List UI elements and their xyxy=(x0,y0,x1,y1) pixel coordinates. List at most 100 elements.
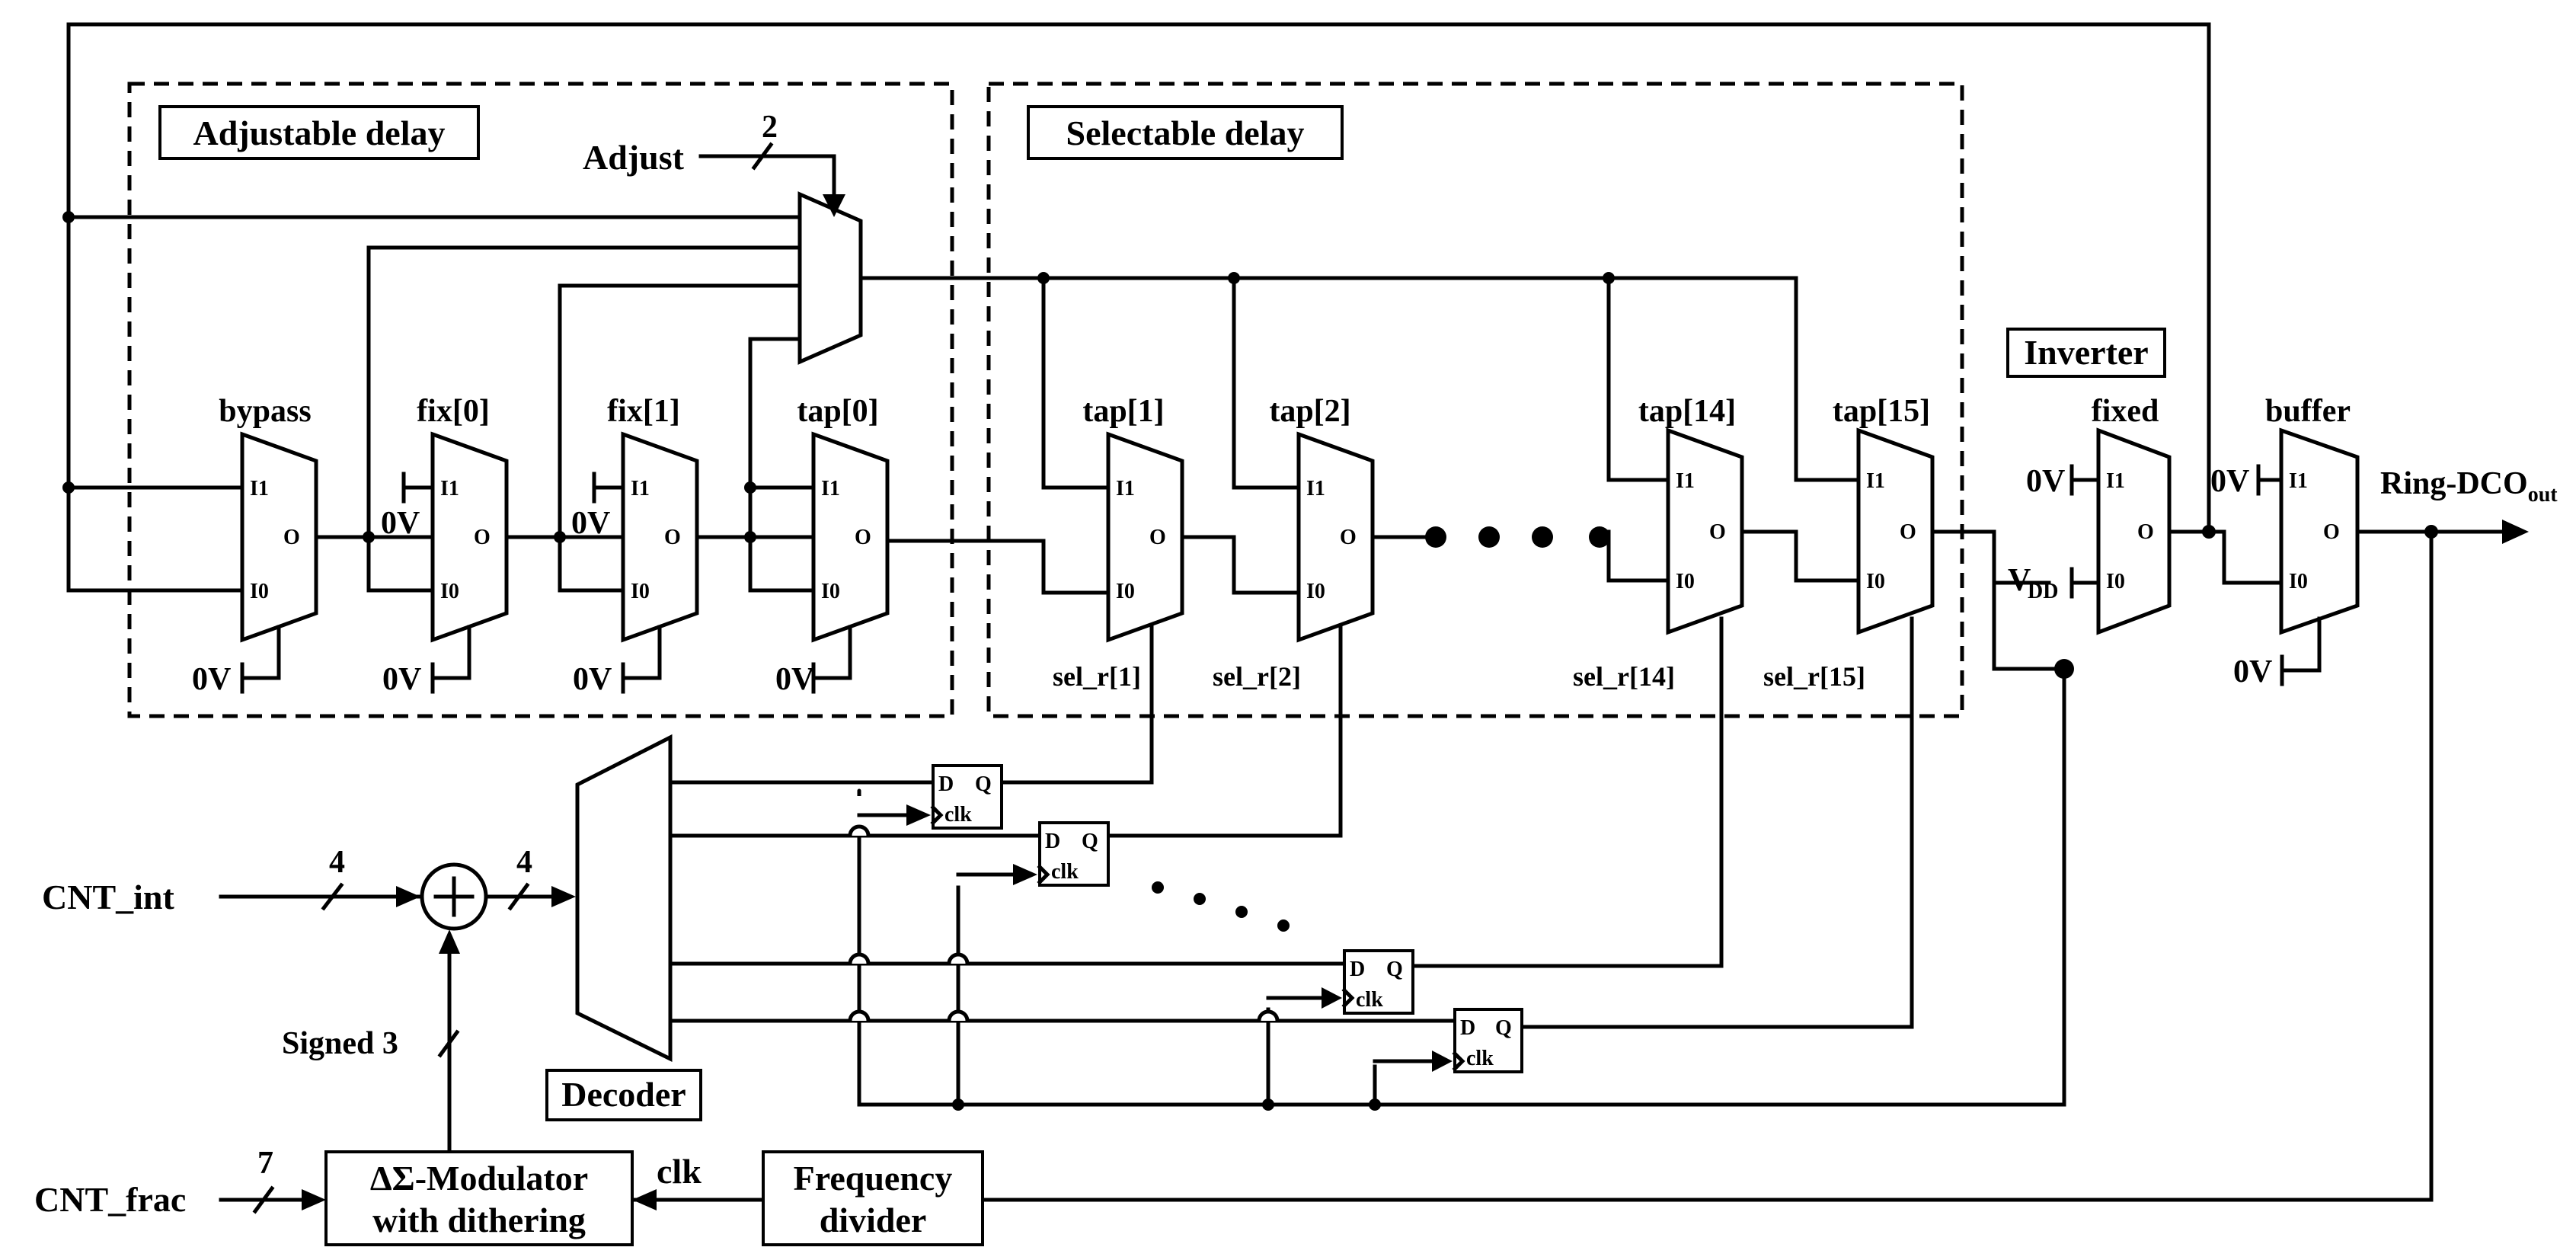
svg-text:DD: DD xyxy=(2028,580,2058,603)
inverter-label: Inverter xyxy=(2024,333,2148,372)
chain-dots xyxy=(1152,526,1610,932)
flip-flop-4: D Q clk xyxy=(1452,1008,1523,1073)
svg-text:0V: 0V xyxy=(775,662,814,697)
delta-sigma-modulator: ΔΣ-Modulator with dithering xyxy=(324,1150,634,1246)
svg-text:0V: 0V xyxy=(2210,464,2249,499)
flip-flop-1: D Q clk xyxy=(930,764,1003,830)
svg-text:I0: I0 xyxy=(821,580,840,603)
mux-buffer: buffer I1 I0 O 0V 0V xyxy=(2210,394,2360,689)
svg-text:I1: I1 xyxy=(631,477,650,500)
clk-label: clk xyxy=(657,1152,702,1191)
svg-text:O: O xyxy=(474,526,491,549)
selectable-delay-label-box xyxy=(1027,105,1344,160)
svg-text:I1: I1 xyxy=(1866,469,1885,493)
junctions xyxy=(62,211,2438,1111)
svg-text:fix[0]: fix[0] xyxy=(417,394,490,429)
decoder xyxy=(575,734,673,1063)
svg-text:I0: I0 xyxy=(2289,570,2308,593)
svg-text:I0: I0 xyxy=(440,580,459,603)
svg-text:I0: I0 xyxy=(250,580,269,603)
svg-text:O: O xyxy=(2137,520,2154,544)
svg-text:I0: I0 xyxy=(1866,570,1885,593)
svg-text:O: O xyxy=(1340,526,1357,549)
svg-text:sel_r[14]: sel_r[14] xyxy=(1573,661,1675,692)
wires xyxy=(66,22,2504,1202)
svg-text:0V: 0V xyxy=(2026,464,2065,499)
svg-text:ΔΣ-Modulator: ΔΣ-Modulator xyxy=(370,1159,588,1198)
svg-text:sel_r[2]: sel_r[2] xyxy=(1213,661,1301,692)
svg-text:O: O xyxy=(1709,520,1726,544)
svg-text:clk: clk xyxy=(1356,988,1383,1012)
svg-text:fix[1]: fix[1] xyxy=(607,394,680,429)
cnt-frac-arrow-head xyxy=(302,1189,326,1210)
wire-hops xyxy=(848,788,1280,1022)
adjust-width: 2 xyxy=(762,110,778,145)
svg-text:O: O xyxy=(1149,526,1166,549)
decoder-label: Decoder xyxy=(561,1075,686,1114)
mux-fix0: fix[0] I1 I0 O 0V 0V xyxy=(381,394,509,697)
svg-text:I1: I1 xyxy=(2106,469,2125,493)
svg-text:I1: I1 xyxy=(2289,469,2308,493)
svg-text:I0: I0 xyxy=(1306,580,1325,603)
svg-text:D: D xyxy=(938,772,954,796)
svg-text:I1: I1 xyxy=(1116,477,1135,500)
svg-text:Q: Q xyxy=(975,772,992,796)
svg-text:0V: 0V xyxy=(192,662,231,697)
svg-text:I1: I1 xyxy=(440,477,459,500)
svg-text:sel_r[1]: sel_r[1] xyxy=(1053,661,1141,692)
svg-text:I0: I0 xyxy=(2106,570,2125,593)
output-arrow-head xyxy=(2502,520,2529,544)
svg-text:clk: clk xyxy=(1466,1047,1494,1070)
flip-flop-2: D Q clk xyxy=(1037,821,1110,887)
adjustable-delay-label: Adjustable delay xyxy=(193,114,446,152)
svg-text:Q: Q xyxy=(1386,958,1403,981)
svg-text:I1: I1 xyxy=(250,477,269,500)
svg-text:divider: divider xyxy=(820,1201,927,1239)
cnt-int-arrow-head xyxy=(396,886,420,907)
sum-out-arrow-head xyxy=(551,886,576,907)
adjust-arrow-head xyxy=(823,194,845,217)
svg-text:I0: I0 xyxy=(1676,570,1695,593)
svg-text:D: D xyxy=(1460,1016,1475,1040)
svg-text:0V: 0V xyxy=(382,662,421,697)
clock-arrow-heads xyxy=(906,804,1453,1072)
svg-text:Q: Q xyxy=(1495,1016,1512,1040)
svg-text:tap[14]: tap[14] xyxy=(1638,394,1736,429)
svg-text:tap[15]: tap[15] xyxy=(1833,394,1930,429)
svg-text:O: O xyxy=(1900,520,1916,544)
svg-text:sel_r[15]: sel_r[15] xyxy=(1763,661,1865,692)
mux-tap15: tap[15] I1 I0 O sel_r[15] xyxy=(1763,394,1935,692)
inverter-label-box xyxy=(2006,328,2166,378)
svg-text:tap[2]: tap[2] xyxy=(1269,394,1350,429)
svg-text:tap[0]: tap[0] xyxy=(797,394,878,429)
selectable-delay-label: Selectable delay xyxy=(1066,114,1305,152)
mux-tap14: tap[14] I1 I0 O sel_r[14] xyxy=(1573,394,1744,692)
svg-text:I0: I0 xyxy=(1116,580,1135,603)
cnt-frac-label: CNT_frac xyxy=(34,1180,186,1219)
mux-bypass: bypass I1 I0 O 0V xyxy=(192,394,318,697)
svg-text:0V: 0V xyxy=(573,662,612,697)
svg-text:Q: Q xyxy=(1082,830,1098,853)
mux-fixed: fixed I1 I0 O 0V V DD xyxy=(2008,394,2172,635)
svg-text:clk: clk xyxy=(1051,860,1079,884)
svg-text:D: D xyxy=(1045,830,1060,853)
cnt-frac-width: 7 xyxy=(257,1146,273,1181)
ring-dco-label: Ring-DCOout xyxy=(2380,466,2558,507)
adjust-mux xyxy=(797,191,863,365)
svg-text:O: O xyxy=(2323,520,2340,544)
flip-flop-3: D Q clk xyxy=(1341,949,1414,1015)
mux-tap2: tap[2] I1 I0 O sel_r[2] xyxy=(1213,394,1375,692)
svg-text:O: O xyxy=(664,526,681,549)
svg-text:0V: 0V xyxy=(381,506,420,541)
svg-text:tap[1]: tap[1] xyxy=(1082,394,1164,429)
adjustable-delay-region xyxy=(127,82,954,718)
clk-arrow-head xyxy=(632,1189,657,1210)
adjustable-delay-label-box xyxy=(158,105,480,160)
svg-text:O: O xyxy=(283,526,300,549)
svg-text:Frequency: Frequency xyxy=(794,1159,953,1198)
svg-text:fixed: fixed xyxy=(2092,394,2159,429)
svg-text:D: D xyxy=(1350,958,1365,981)
mux-tap1: tap[1] I1 I0 O sel_r[1] xyxy=(1053,394,1184,692)
svg-text:0V: 0V xyxy=(2233,654,2272,689)
decoder-label-box xyxy=(545,1069,702,1121)
